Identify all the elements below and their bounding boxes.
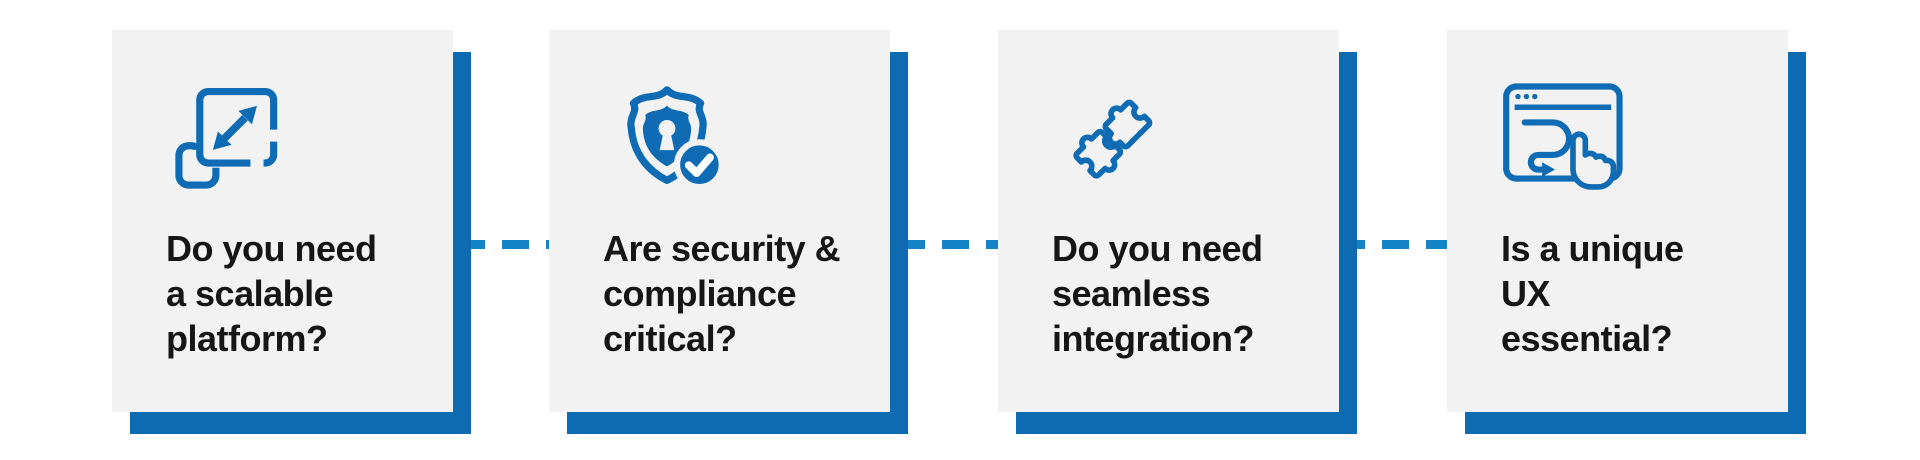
puzzle-pieces-icon: [1073, 99, 1153, 179]
card-seamless-integration: Do you need seamless integration?: [998, 30, 1339, 412]
card-question: Do you need seamless integration?: [1052, 228, 1263, 359]
scale-expand-icon: [175, 87, 278, 189]
card-question: Are security & compliance critical?: [603, 228, 841, 359]
dashed-connector-line: [282, 240, 1618, 249]
card-question: Do you need a scalable platform?: [166, 228, 377, 359]
card-scalable-platform: Do you need a scalable platform?: [112, 30, 453, 412]
ux-flow-pointer-icon: [1503, 83, 1623, 190]
shield-check-icon: [627, 86, 725, 191]
card-unique-ux: Is a unique UX essential?: [1447, 30, 1788, 412]
card-question: Is a unique UX essential?: [1501, 228, 1684, 359]
card-security-compliance: Are security & compliance critical?: [549, 30, 890, 412]
